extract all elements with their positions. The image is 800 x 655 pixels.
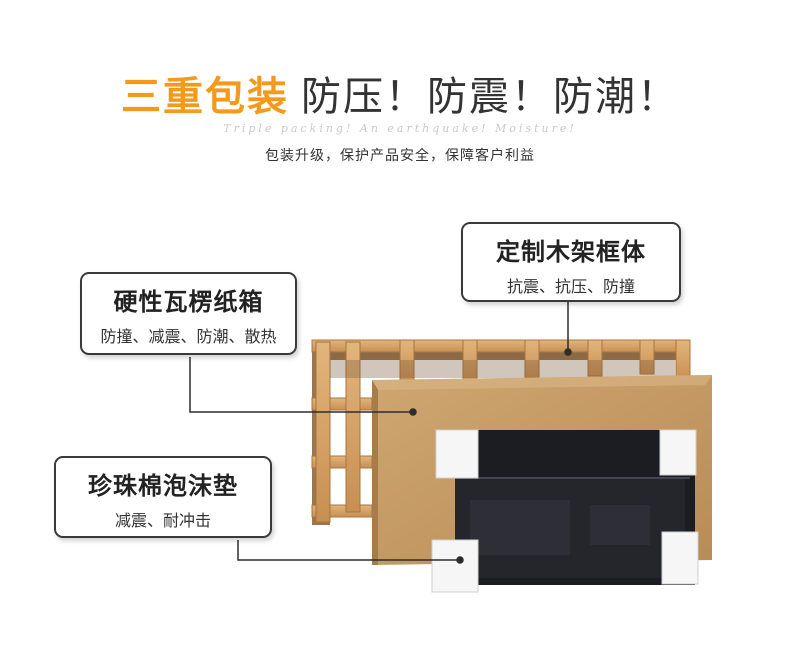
carton-title: 硬性瓦楞纸箱 [113, 288, 264, 316]
headline-rest: 防压！防震！防潮！ [301, 74, 679, 120]
carton-callout: 硬性瓦楞纸箱 防撞、减震、防潮、散热 [80, 272, 297, 355]
wooden-crate [311, 339, 691, 525]
connector-lines [189, 300, 572, 564]
foam-callout: 珍珠棉泡沫垫 减震、耐冲击 [54, 456, 272, 538]
foam-desc: 减震、耐冲击 [114, 511, 211, 530]
headline-accent: 三重包装 [121, 74, 289, 120]
english-subtitle: Triple packing! An earthquake! Moisture! [223, 122, 577, 135]
carton-desc: 防撞、减震、防潮、散热 [100, 327, 277, 346]
wood-frame-callout: 定制木架框体 抗震、抗压、防撞 [461, 222, 681, 302]
wood-frame-desc: 抗震、抗压、防撞 [506, 277, 635, 296]
foam-corner-pads [431, 429, 699, 593]
headline: 三重包装防压！防震！防潮！ [0, 72, 800, 122]
tv-panel [455, 430, 695, 585]
foam-title: 珍珠棉泡沫垫 [88, 472, 238, 500]
chinese-subtitle: 包装升级，保护产品安全，保障客户利益 [265, 148, 535, 164]
wood-frame-title: 定制木架框体 [496, 238, 646, 266]
